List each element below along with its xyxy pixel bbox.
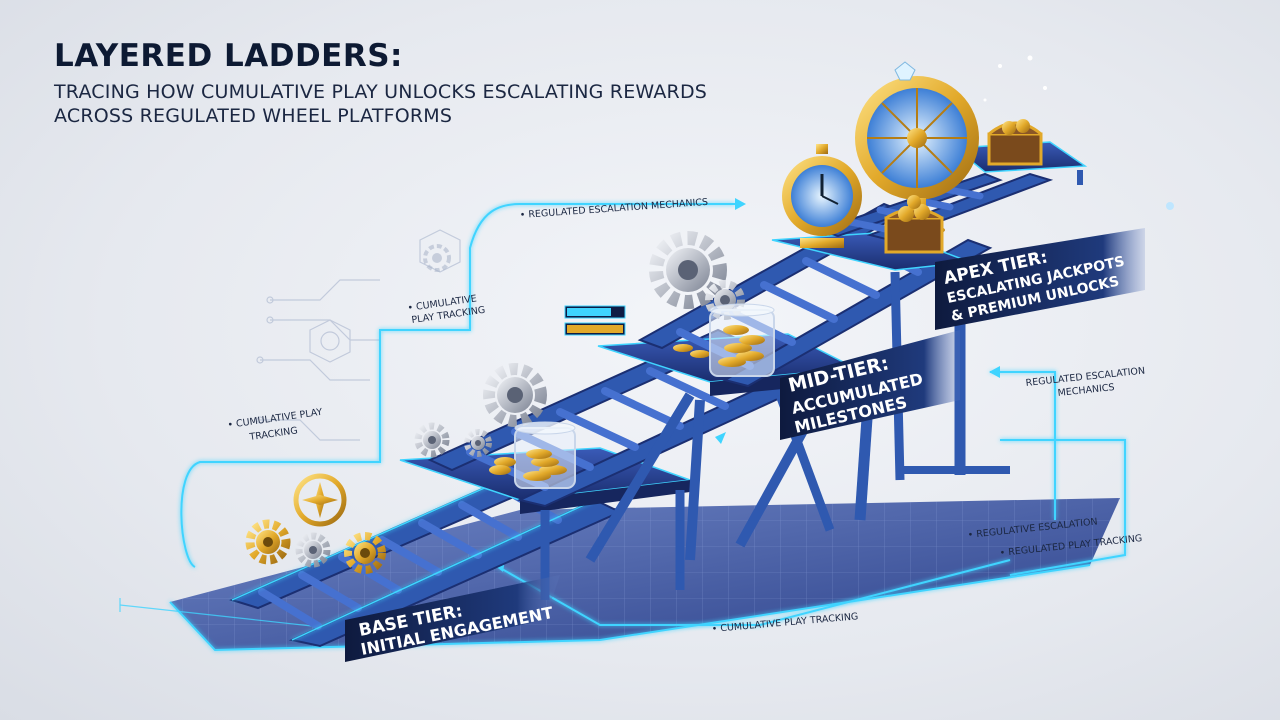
treasure-chest-icon (987, 119, 1043, 166)
sparkle-icon (983, 55, 1174, 210)
subtitle-line-1: TRACING HOW CUMULATIVE PLAY UNLOCKS ESCA… (54, 81, 708, 103)
gear-icon (414, 422, 450, 458)
circuit-decoration (256, 229, 461, 441)
subtitle-line-2: ACROSS REGULATED WHEEL PLATFORMS (54, 105, 453, 127)
arrow-icon (735, 198, 746, 210)
annotation-left-lower-2: TRACKING (248, 425, 299, 443)
diamond-icon (894, 61, 916, 81)
coin-jar-icon (709, 303, 775, 377)
annotation-left-lower-1: • CUMULATIVE PLAY (227, 407, 323, 431)
ladder-base (229, 468, 623, 648)
coins-icon (489, 344, 710, 475)
gear-icon (344, 532, 386, 574)
main-title: LAYERED LADDERS: (54, 38, 403, 74)
stopwatch-icon (782, 144, 862, 248)
arrow-icon (989, 366, 1000, 378)
gear-icon (464, 429, 492, 457)
gear-icon (483, 363, 547, 427)
subtitle: TRACING HOW CUMULATIVE PLAY UNLOCKS ESCA… (54, 80, 707, 128)
compass-icon (293, 473, 347, 527)
gear-icon (245, 519, 291, 565)
annotation-top-center: • REGULATED ESCALATION MECHANICS (519, 197, 708, 221)
coin-jar-icon (514, 421, 576, 489)
gear-icon (649, 231, 727, 309)
arrow-icon (715, 432, 726, 444)
progress-bar-icon (564, 305, 626, 336)
title-block: LAYERED LADDERS: TRACING HOW CUMULATIVE … (54, 38, 707, 128)
treasure-chest-icon (884, 195, 944, 254)
gear-icon (295, 532, 331, 568)
tier-banner-mid: MID-TIER: ACCUMULATED MILESTONES (780, 330, 960, 440)
gear-icon (423, 244, 451, 272)
measure-line (119, 598, 331, 629)
